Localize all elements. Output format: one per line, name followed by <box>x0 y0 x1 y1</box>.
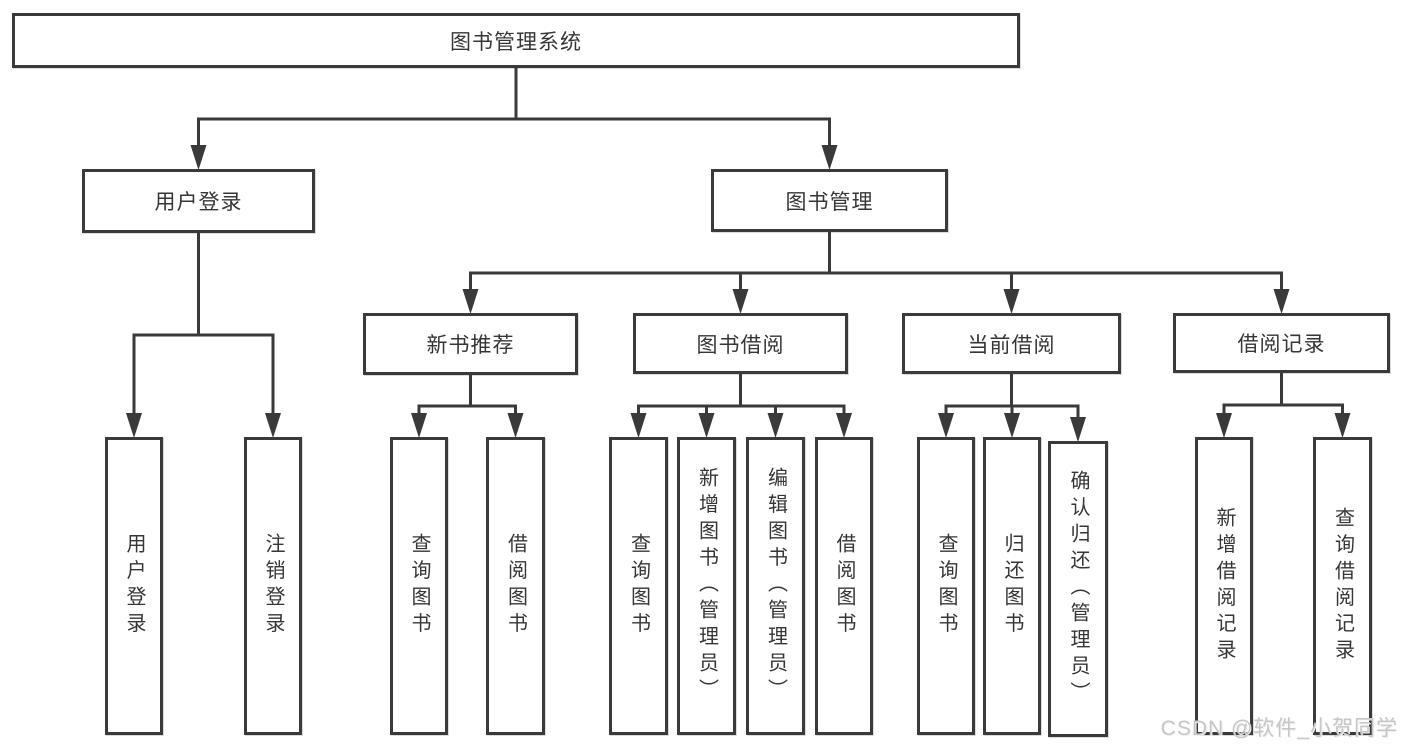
node-leaf-query-books-current: 查询图书 <box>917 437 975 735</box>
node-label: 编辑图书（管理员） <box>764 467 787 705</box>
node-label: 用户登录 <box>154 191 243 214</box>
node-label: 查询借阅记录 <box>1331 506 1354 666</box>
node-leaf-logout: 注销登录 <box>244 437 302 735</box>
csdn-watermark: CSDN @软件_小贺同学 <box>1160 717 1398 740</box>
node-label: 图书管理 <box>785 190 874 214</box>
node-label: 查询图书 <box>408 533 430 639</box>
node-label: 归还图书 <box>1001 533 1023 639</box>
node-leaf-user-login: 用户登录 <box>105 437 163 735</box>
node-label: 确认归还（管理员） <box>1067 470 1089 708</box>
node-user-login: 用户登录 <box>82 169 315 233</box>
node-leaf-borrow-books-borrowing: 借阅图书 <box>815 437 873 735</box>
node-label: 新增图书（管理员） <box>695 467 718 705</box>
node-borrowing-records: 借阅记录 <box>1173 313 1390 373</box>
node-current-borrowing: 当前借阅 <box>902 313 1121 374</box>
node-label: 新增借阅记录 <box>1213 506 1235 666</box>
node-leaf-return-books: 归还图书 <box>983 437 1041 735</box>
node-leaf-edit-books-admin: 编辑图书（管理员） <box>746 437 805 735</box>
node-label: 图书管理系统 <box>450 30 582 54</box>
node-label: 借阅记录 <box>1237 333 1326 356</box>
node-leaf-query-borrow-record: 查询借阅记录 <box>1313 437 1372 735</box>
node-leaf-borrow-books-recommend: 借阅图书 <box>486 437 545 735</box>
node-leaf-add-books-admin: 新增图书（管理员） <box>677 437 736 735</box>
node-leaf-query-books-borrowing: 查询图书 <box>609 437 668 735</box>
node-label: 借阅图书 <box>504 533 527 639</box>
node-label: 查询图书 <box>935 533 957 639</box>
node-label: 当前借阅 <box>967 333 1056 357</box>
node-book-management: 图书管理 <box>711 169 948 232</box>
node-label: 查询图书 <box>627 533 650 639</box>
node-leaf-query-books-recommend: 查询图书 <box>390 437 448 735</box>
node-label: 用户登录 <box>123 533 145 639</box>
node-label: 新书推荐 <box>426 334 515 357</box>
node-new-book-recommendation: 新书推荐 <box>363 313 578 375</box>
node-book-borrowing: 图书借阅 <box>633 313 848 374</box>
node-leaf-confirm-return-admin: 确认归还（管理员） <box>1048 441 1108 737</box>
node-leaf-add-borrow-record: 新增借阅记录 <box>1195 437 1253 735</box>
node-label: 图书借阅 <box>696 333 785 357</box>
node-library-management-system: 图书管理系统 <box>12 13 1020 68</box>
node-label: 注销登录 <box>262 533 284 639</box>
node-label: 借阅图书 <box>833 533 855 639</box>
